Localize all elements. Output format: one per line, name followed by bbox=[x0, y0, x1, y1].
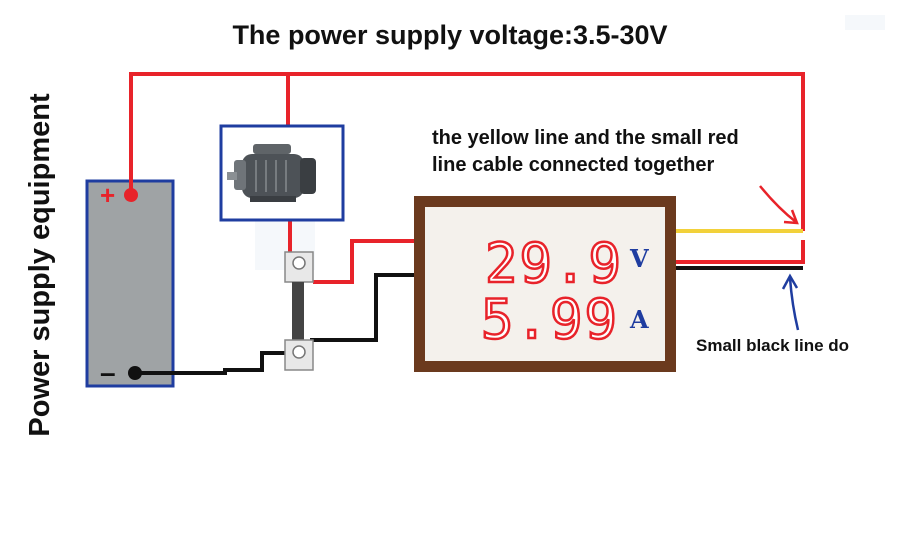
voltage-reading: 29.9 bbox=[485, 232, 623, 295]
current-reading: 5.99 bbox=[481, 288, 619, 351]
shunt-resistor bbox=[284, 251, 314, 371]
black-wire-note: Small black line do bbox=[696, 336, 850, 355]
red-arrow-icon bbox=[759, 185, 799, 225]
yellow-wire-note: the yellow line and the small red line c… bbox=[432, 125, 812, 179]
motor-icon bbox=[227, 144, 316, 202]
blue-arrow-icon bbox=[781, 273, 800, 331]
yellow-wire-note-line2: line cable connected together bbox=[432, 154, 715, 176]
battery-minus-sign: – bbox=[100, 357, 116, 388]
diagram-title: The power supply voltage:3.5-30V bbox=[232, 20, 668, 50]
yellow-wire-note-line1: the yellow line and the small red bbox=[432, 127, 739, 149]
black-wires bbox=[135, 266, 803, 375]
battery-body bbox=[85, 179, 175, 388]
voltage-unit: V bbox=[629, 244, 649, 273]
battery-plus-sign: + bbox=[100, 180, 115, 210]
meter-face bbox=[425, 207, 665, 361]
current-unit: A bbox=[629, 305, 649, 334]
